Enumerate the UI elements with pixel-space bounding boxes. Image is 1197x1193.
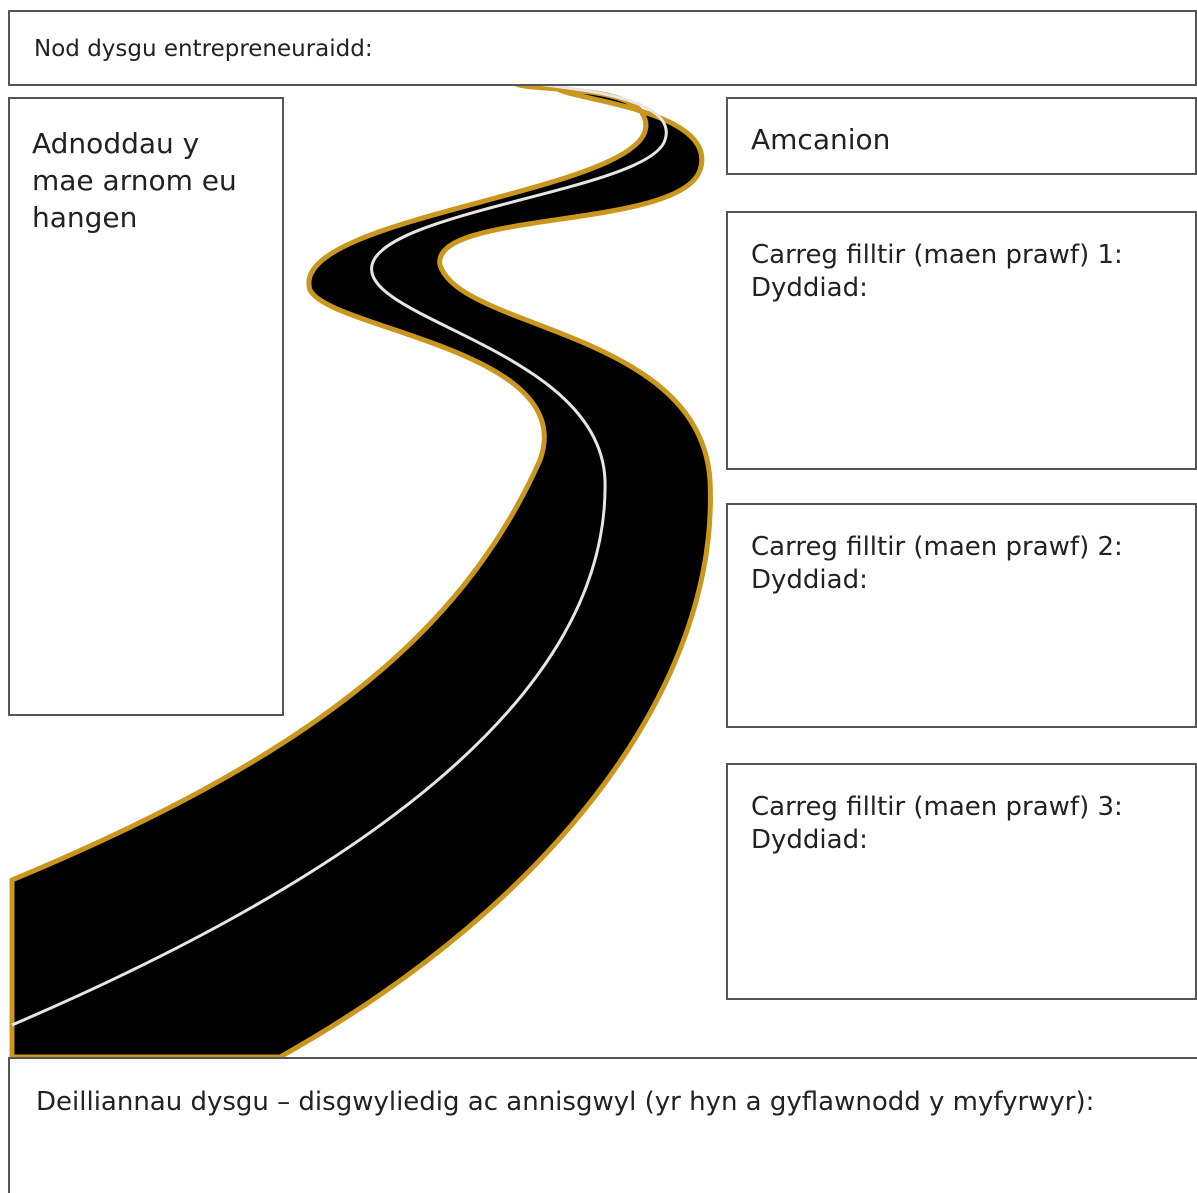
milestone-date-label: Dyddiad:	[751, 565, 868, 595]
resources-label: Adnoddau y mae arnom eu hangen	[32, 127, 237, 234]
milestone-title: Carreg filltir (maen prawf) 2:	[751, 532, 1123, 562]
learning-outcomes-label: Deilliannau dysgu – disgwyliedig ac anni…	[36, 1087, 1095, 1117]
milestone-3-box[interactable]: Carreg filltir (maen prawf) 3: Dyddiad:	[726, 763, 1197, 1000]
learning-outcomes-box[interactable]: Deilliannau dysgu – disgwyliedig ac anni…	[8, 1057, 1197, 1193]
milestone-date-label: Dyddiad:	[751, 825, 868, 855]
milestone-title: Carreg filltir (maen prawf) 3:	[751, 792, 1123, 822]
resources-box[interactable]: Adnoddau y mae arnom eu hangen	[8, 97, 284, 716]
goal-box[interactable]: Nod dysgu entrepreneuraidd:	[8, 10, 1197, 86]
milestone-2-box[interactable]: Carreg filltir (maen prawf) 2: Dyddiad:	[726, 503, 1197, 728]
milestone-title: Carreg filltir (maen prawf) 1:	[751, 240, 1123, 270]
objectives-box[interactable]: Amcanion	[726, 97, 1197, 175]
milestone-1-box[interactable]: Carreg filltir (maen prawf) 1: Dyddiad:	[726, 211, 1197, 470]
road-center-line	[11, 82, 668, 1027]
objectives-label: Amcanion	[751, 123, 891, 156]
goal-label: Nod dysgu entrepreneuraidd:	[34, 36, 373, 62]
milestone-date-label: Dyddiad:	[751, 273, 868, 303]
